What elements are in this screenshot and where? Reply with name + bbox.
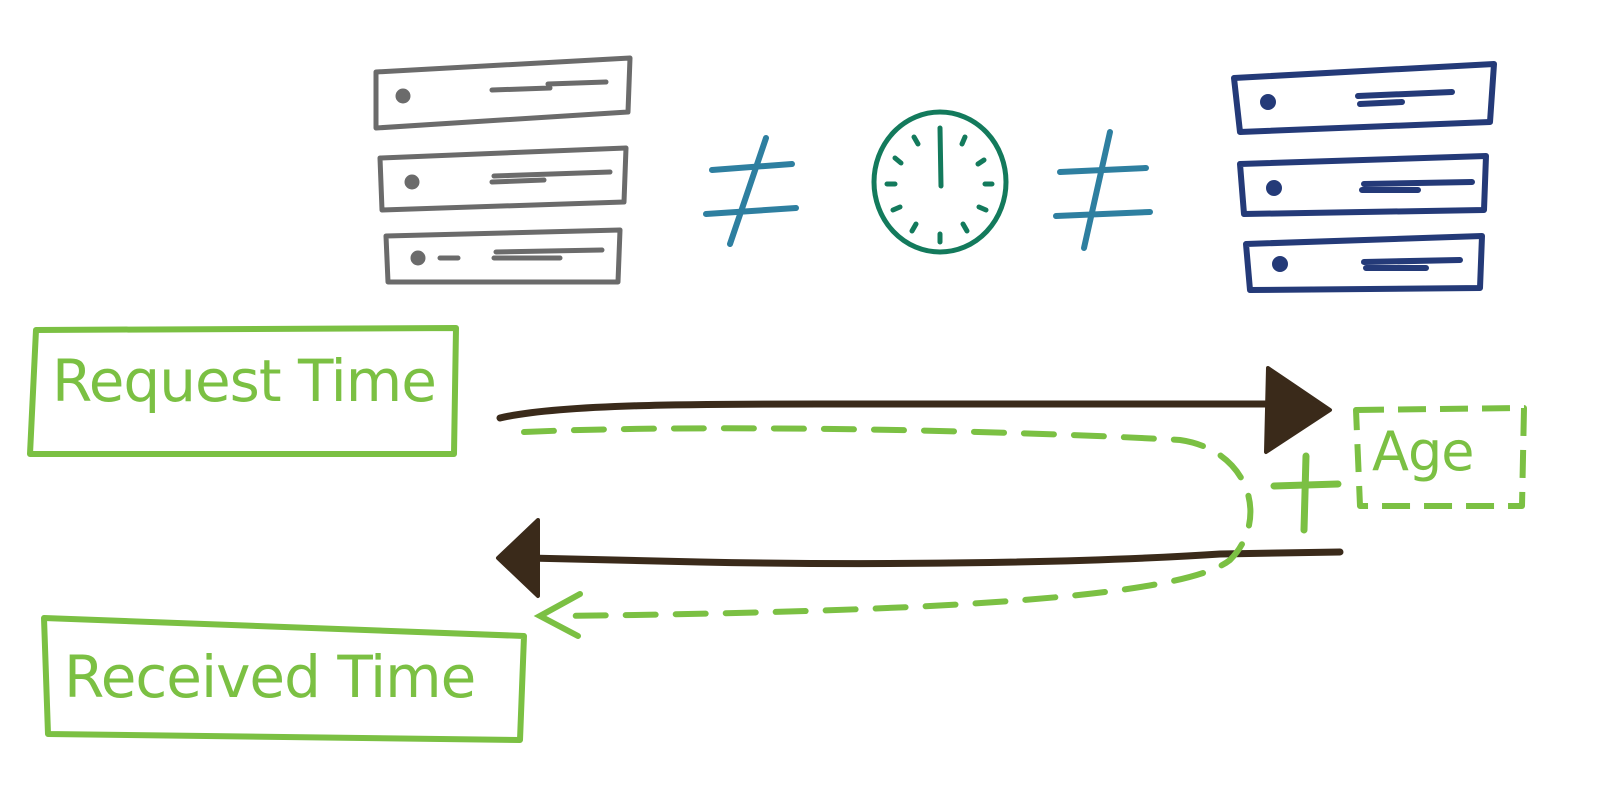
- origin-server-icon: [1231, 61, 1497, 293]
- request-time-box: [27, 325, 459, 457]
- age-label: Age: [1372, 420, 1474, 483]
- clock-icon: [871, 109, 1009, 255]
- client-server-icon: [373, 55, 633, 285]
- age-loop-arrow: [521, 425, 1254, 639]
- response-arrow: [496, 518, 1344, 598]
- received-time-box: [41, 615, 527, 743]
- not-equal-icon: [1053, 129, 1153, 251]
- age-box: [1353, 405, 1527, 509]
- request-time-label: Request Time: [52, 347, 437, 415]
- not-equal-icon: [703, 135, 799, 247]
- plus-icon: [1270, 452, 1342, 534]
- request-arrow: [496, 366, 1332, 454]
- received-time-label: Received Time: [64, 643, 476, 711]
